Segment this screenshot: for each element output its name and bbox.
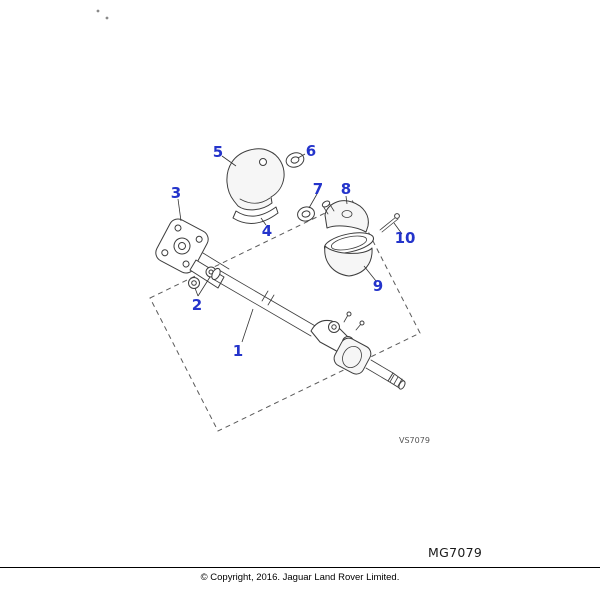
kit-boundary-dashed-box: [149, 199, 421, 432]
upper-swivel-housing-part: [321, 200, 369, 233]
callout-3[interactable]: 3: [171, 184, 181, 202]
callout-4[interactable]: 4: [262, 222, 272, 240]
leader-lines: [177, 153, 403, 343]
callout-2[interactable]: 2: [192, 296, 202, 314]
bush-ring-part: [297, 206, 315, 222]
callout-1[interactable]: 1: [233, 342, 243, 360]
figure-code-label: MG7079: [428, 545, 482, 560]
callout-5[interactable]: 5: [213, 143, 223, 161]
halfshaft-part: [211, 267, 406, 390]
footer-divider: [0, 567, 600, 568]
seal-washer-part: [285, 152, 305, 168]
cover-shield-part: [226, 148, 285, 211]
registration-marks: [96, 9, 109, 20]
pin-part: [379, 213, 400, 233]
callout-9[interactable]: 9: [373, 277, 383, 295]
callout-6[interactable]: 6: [306, 142, 316, 160]
callout-8[interactable]: 8: [341, 180, 351, 198]
gasket-part: [232, 206, 279, 224]
copyright-text: © Copyright, 2016. Jaguar Land Rover Lim…: [200, 572, 400, 583]
callout-7[interactable]: 7: [313, 180, 323, 198]
lower-swivel-housing-part: [323, 232, 375, 277]
callout-10[interactable]: 10: [395, 229, 416, 247]
drawing-ref-label: VS7079: [399, 436, 430, 445]
